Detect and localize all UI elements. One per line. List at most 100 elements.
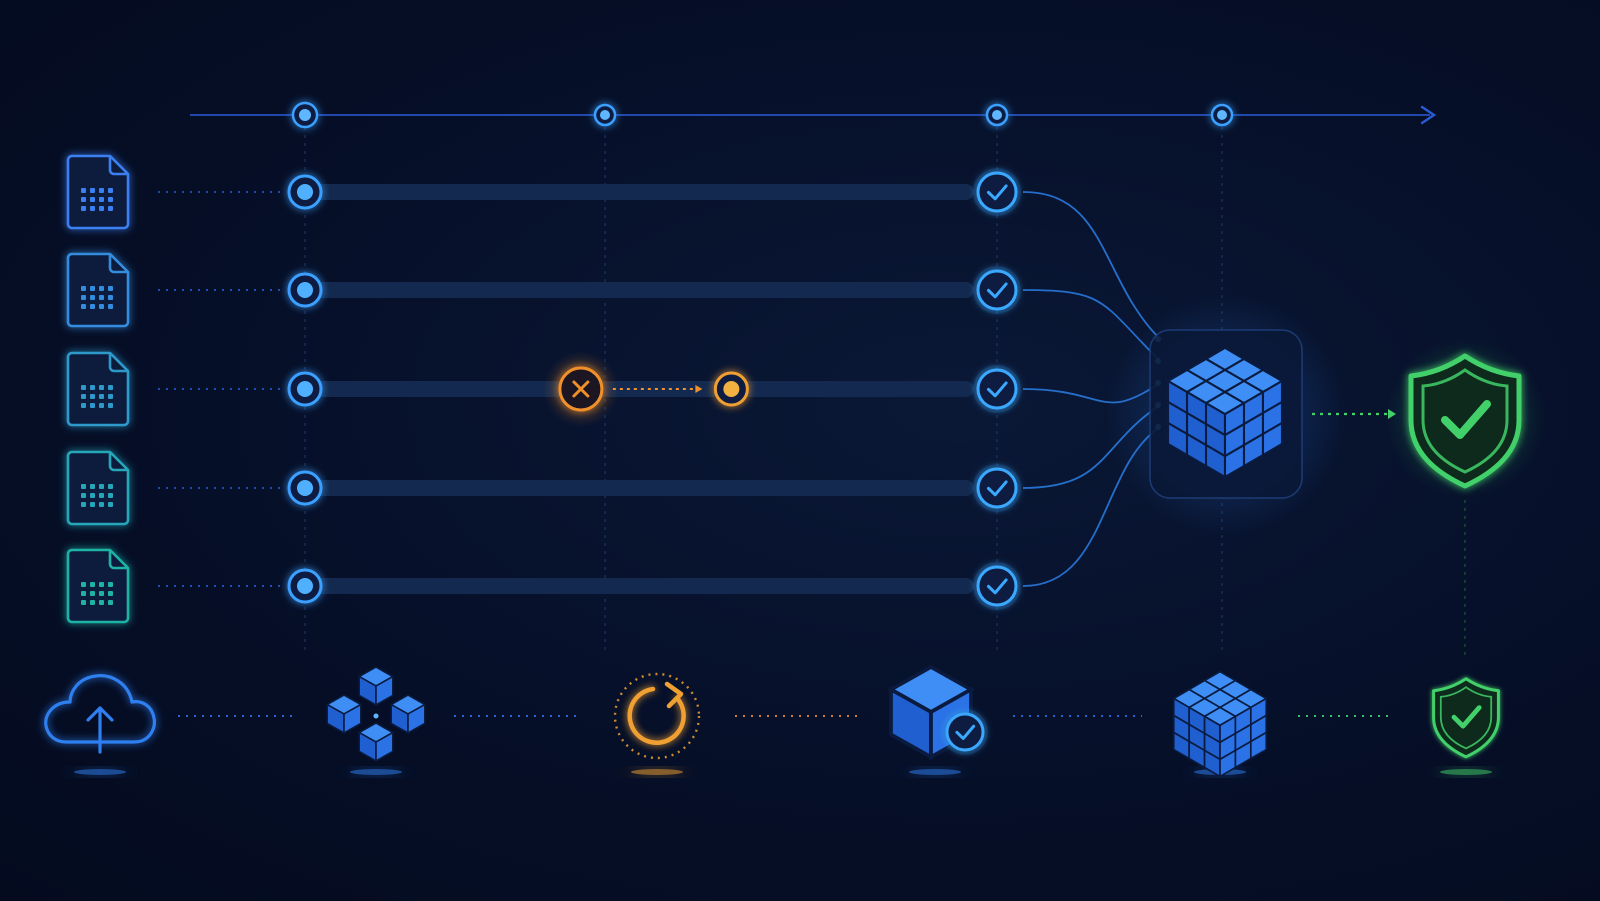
shield-check-icon	[1432, 677, 1500, 759]
document-grid-cell	[99, 385, 104, 390]
document-grid-cell	[99, 591, 104, 596]
start-node-dot	[297, 381, 313, 397]
check-mark	[986, 480, 1008, 497]
shield-inner	[1439, 686, 1493, 750]
file-row	[66, 351, 1021, 427]
check-badge-icon	[942, 709, 988, 755]
check-badge-ring	[945, 712, 985, 752]
document-grid-cell	[99, 295, 104, 300]
stage-glow	[909, 769, 961, 775]
document-grid-cell	[108, 403, 113, 408]
stage-marker-dot	[299, 109, 311, 121]
document-grid-icon	[66, 252, 130, 328]
document-grid-cell	[99, 197, 104, 202]
block-icon	[325, 694, 363, 735]
retry-arrowhead	[664, 681, 684, 709]
document-grid-cell	[108, 206, 113, 211]
pipeline-stage	[325, 666, 427, 775]
start-node-dot	[297, 282, 313, 298]
document-outline	[66, 450, 130, 526]
document-grid-cell	[99, 188, 104, 193]
document-grid-icon	[66, 450, 130, 526]
document-grid-cell	[90, 600, 95, 605]
pipeline-stage	[1432, 677, 1500, 775]
document-grid-cell	[108, 197, 113, 202]
check-mark	[986, 184, 1008, 201]
document-outline	[66, 252, 130, 328]
document-grid-cell	[108, 295, 113, 300]
document-grid-cell	[108, 286, 113, 291]
document-grid-cell	[108, 484, 113, 489]
stage-marker-dot	[600, 110, 610, 120]
document-grid-cell	[108, 493, 113, 498]
document-grid-cell	[90, 591, 95, 596]
block-icon	[357, 666, 395, 707]
check-mark	[986, 282, 1008, 299]
verified-block-icon	[887, 664, 988, 761]
document-grid-cell	[81, 493, 86, 498]
document-grid-cell	[81, 403, 86, 408]
block-right	[375, 731, 394, 763]
document-grid-cell	[108, 600, 113, 605]
merge-layer	[1022, 191, 1545, 587]
document-outline	[66, 548, 130, 624]
document-grid-cell	[99, 286, 104, 291]
block-icon	[357, 722, 395, 763]
document-grid-cell	[108, 188, 113, 193]
file-row	[66, 154, 1021, 230]
blocks-center-dot	[373, 713, 379, 719]
cube-cell-right	[1261, 421, 1284, 457]
check-badge-ring	[976, 565, 1018, 607]
document-grid-cell	[90, 197, 95, 202]
file-row	[66, 450, 1021, 526]
pipeline-stage	[887, 664, 988, 775]
row-start-node	[287, 568, 323, 604]
timeline-arrow-icon	[1420, 105, 1437, 125]
cloud-outline	[44, 674, 156, 744]
block-right	[343, 703, 362, 735]
distributed-blocks-icon	[325, 666, 427, 763]
upload-arrow	[86, 706, 114, 754]
start-node-dot	[723, 381, 740, 397]
shield-check-mark	[1441, 400, 1491, 439]
check-badge-ring	[976, 467, 1018, 509]
check-mark	[986, 381, 1008, 398]
start-node-dot	[297, 578, 313, 594]
row-start-node	[287, 272, 323, 308]
document-fold	[108, 452, 128, 472]
document-grid-cell	[81, 206, 86, 211]
shield-outer	[1432, 677, 1500, 759]
check-mark	[955, 724, 976, 740]
document-grid-cell	[81, 582, 86, 587]
document-grid-cell	[99, 206, 104, 211]
document-grid-cell	[81, 385, 86, 390]
document-fold	[108, 353, 128, 373]
document-grid-cell	[90, 286, 95, 291]
document-grid-icon	[66, 548, 130, 624]
retry-refresh-icon	[613, 672, 701, 760]
document-grid-cell	[81, 286, 86, 291]
row-start-node	[713, 371, 749, 407]
document-grid-cell	[90, 295, 95, 300]
document-grid-cell	[81, 502, 86, 507]
block-right	[375, 675, 394, 707]
cloud-upload-icon	[44, 674, 156, 754]
stage-marker	[985, 103, 1009, 127]
row-start-node	[287, 174, 323, 210]
error-cross	[572, 380, 590, 398]
document-fold	[108, 254, 128, 274]
document-grid-cell	[99, 582, 104, 587]
document-grid-cell	[99, 600, 104, 605]
document-grid-cell	[90, 582, 95, 587]
document-grid-cell	[99, 484, 104, 489]
retry-dotted-ring	[613, 672, 701, 760]
document-grid-cell	[81, 600, 86, 605]
block-right	[407, 703, 426, 735]
document-grid-cell	[108, 304, 113, 309]
document-grid-icon	[66, 154, 130, 230]
document-outline	[66, 351, 130, 427]
document-grid-cell	[108, 394, 113, 399]
shield-check-mark	[1451, 705, 1482, 729]
document-grid-icon	[66, 351, 130, 427]
document-fold	[108, 550, 128, 570]
